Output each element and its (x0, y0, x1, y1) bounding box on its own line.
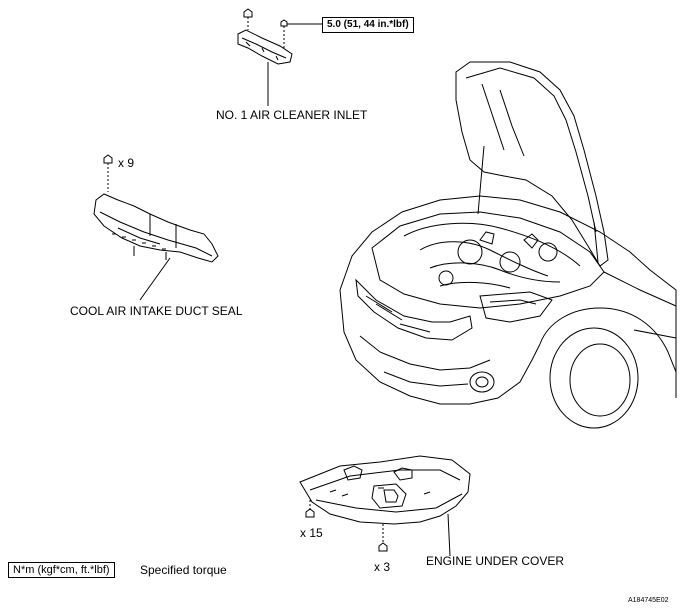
torque-spec-box: 5.0 (51, 44 in.*lbf) (322, 17, 414, 33)
engine-under-cover-part (299, 455, 471, 557)
under-cover-bolt-qty-15: x 15 (300, 526, 323, 540)
car-front-illustration (339, 61, 677, 429)
air-cleaner-inlet-part (237, 8, 322, 106)
cool-air-duct-seal-label: COOL AIR INTAKE DUCT SEAL (70, 304, 243, 318)
duct-seal-bolt-qty: x 9 (118, 156, 135, 170)
engine-under-cover-label: ENGINE UNDER COVER (426, 554, 565, 568)
duct-seal-part (93, 154, 219, 301)
under-cover-bolt-qty-3: x 3 (374, 560, 391, 574)
figure-code: A184745E02 (628, 597, 669, 604)
torque-unit-legend-box: N*m (kgf*cm, ft.*lbf) (8, 562, 115, 578)
air-cleaner-inlet-label: NO. 1 AIR CLEANER INLET (216, 108, 368, 122)
torque-unit-legend-text: Specified torque (140, 563, 227, 577)
